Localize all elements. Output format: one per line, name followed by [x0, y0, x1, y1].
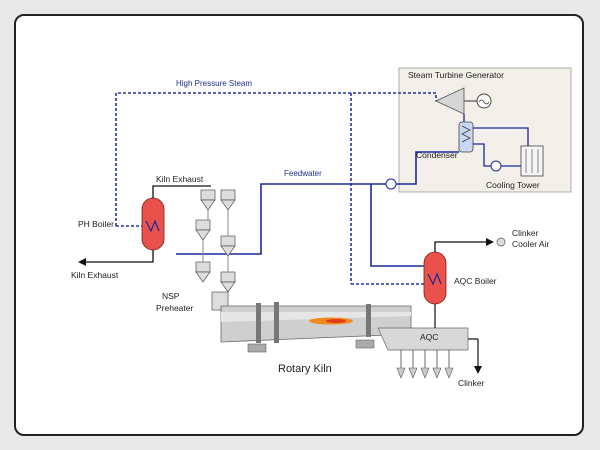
- waste-heat-recovery-diagram: Steam Turbine Generator Condenser Coolin…: [71, 67, 572, 388]
- feedwater-pump-icon: [385, 178, 397, 190]
- nsp-label: NSP: [162, 291, 180, 301]
- generator-icon: [476, 93, 492, 109]
- diagram-frame: Steam Turbine Generator Condenser Coolin…: [14, 14, 584, 436]
- kiln-exhaust-out-line: [86, 250, 154, 263]
- aqc-label: AQC: [420, 332, 438, 342]
- feedwater-label: Feedwater: [284, 169, 322, 178]
- condenser-icon: [458, 121, 474, 153]
- steam-turbine-generator-label: Steam Turbine Generator: [408, 70, 504, 80]
- clinker-label: Clinker: [458, 378, 485, 388]
- clinker-cooler-air-label-1: Clinker: [512, 228, 539, 238]
- condenser-label: Condenser: [416, 150, 458, 160]
- turbine-generator-box: [398, 67, 572, 193]
- rotary-kiln-icon: [220, 302, 412, 353]
- cooling-supply-line: [473, 127, 529, 146]
- generator-wave-icon: [478, 99, 490, 105]
- feedwater-ph-line: [176, 183, 386, 255]
- aqc-boiler-coil-icon: [427, 272, 442, 286]
- aqc-fans-icon: [396, 350, 454, 379]
- kiln-exhaust-top-label: Kiln Exhaust: [156, 174, 204, 184]
- aqc-cooler-icon: [377, 327, 469, 351]
- kiln-exhaust-left-label: Kiln Exhaust: [71, 270, 119, 280]
- high-pressure-steam-line: [115, 92, 437, 226]
- cooling-return-line: [473, 143, 491, 167]
- condenser-coil-icon: [461, 125, 471, 143]
- ph-boiler-label: PH Boiler: [78, 219, 114, 229]
- nsp-preheater-icon: [195, 189, 236, 311]
- kiln-exhaust-in-line: [152, 185, 211, 198]
- kiln-exhaust-arrow-icon: [78, 258, 86, 266]
- high-pressure-steam-label: High Pressure Steam: [176, 79, 252, 88]
- clinker-cooler-air-line: [434, 241, 486, 252]
- cooler-air-arrow-icon: [486, 238, 494, 246]
- aqc-boiler-label: AQC Boiler: [454, 276, 497, 286]
- cooling-tower-label: Cooling Tower: [486, 180, 540, 190]
- cooler-air-fan-icon: [496, 237, 506, 247]
- feedwater-return-line: [396, 151, 459, 185]
- clinker-arrow-icon: [474, 366, 482, 374]
- cooling-pump-icon: [490, 160, 502, 172]
- feedwater-aqc-line: [370, 184, 424, 267]
- ph-boiler-coil-icon: [145, 219, 160, 233]
- preheater-label: Preheater: [156, 303, 193, 313]
- rotary-kiln-label: Rotary Kiln: [278, 363, 332, 375]
- ph-boiler-icon: [141, 197, 165, 251]
- clinker-cooler-air-label-2: Cooler Air: [512, 239, 549, 249]
